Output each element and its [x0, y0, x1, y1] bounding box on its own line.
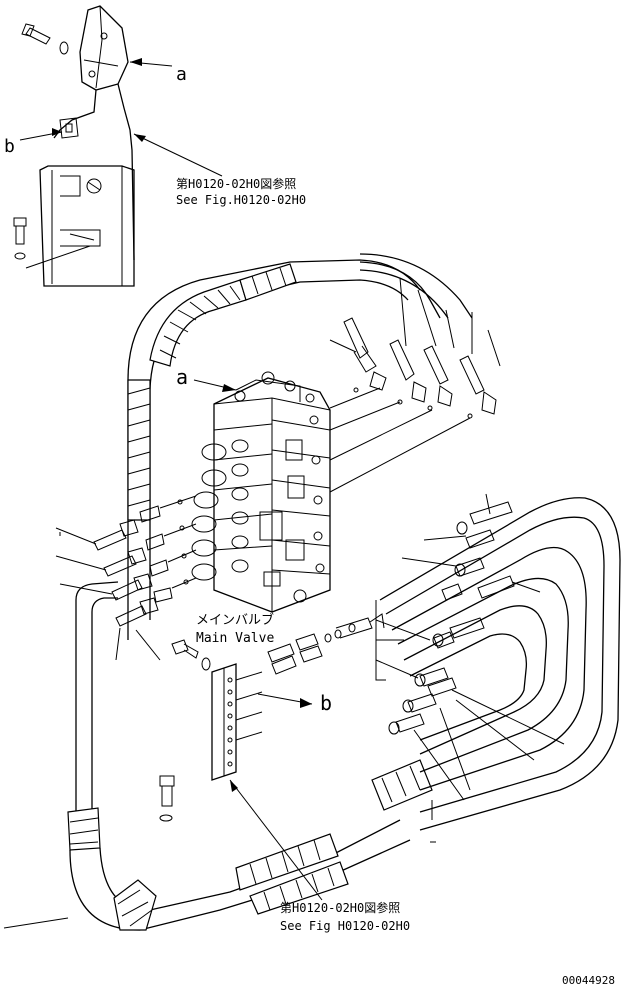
top-ref-jp: 第H0120-02H0図参照: [176, 176, 296, 191]
main-valve-label-en: Main Valve: [196, 631, 274, 646]
bolt-washer: [159, 639, 211, 822]
top-fittings: [329, 277, 501, 493]
hose-loop-right: [379, 497, 621, 831]
leader-bottom-ref: [229, 779, 323, 901]
right-fittings: [375, 493, 565, 843]
top-ref-en: See Fig.H0120-02H0: [176, 193, 306, 207]
bracket-assembly: [13, 5, 135, 287]
main-valve-label-jp: メインバルブ: [196, 612, 274, 628]
callout-b-lower: b: [320, 691, 332, 715]
bottom-ref-jp: 第H0120-02H0図参照: [280, 900, 400, 915]
drawing-number: 00044928: [562, 974, 615, 987]
hose-loop-main: [127, 253, 473, 640]
leader-top-ref: [133, 133, 223, 177]
callout-a-top: a: [176, 64, 187, 85]
center-fittings: [267, 613, 385, 675]
hose-loop-left: [67, 581, 433, 931]
left-fittings: [55, 495, 197, 661]
callout-a-valve: a: [176, 365, 188, 389]
main-valve-block: [191, 371, 331, 613]
callout-b-top: b: [4, 136, 15, 157]
mounting-strip: [211, 663, 263, 781]
bottom-ref-en: See Fig H0120-02H0: [280, 919, 410, 933]
